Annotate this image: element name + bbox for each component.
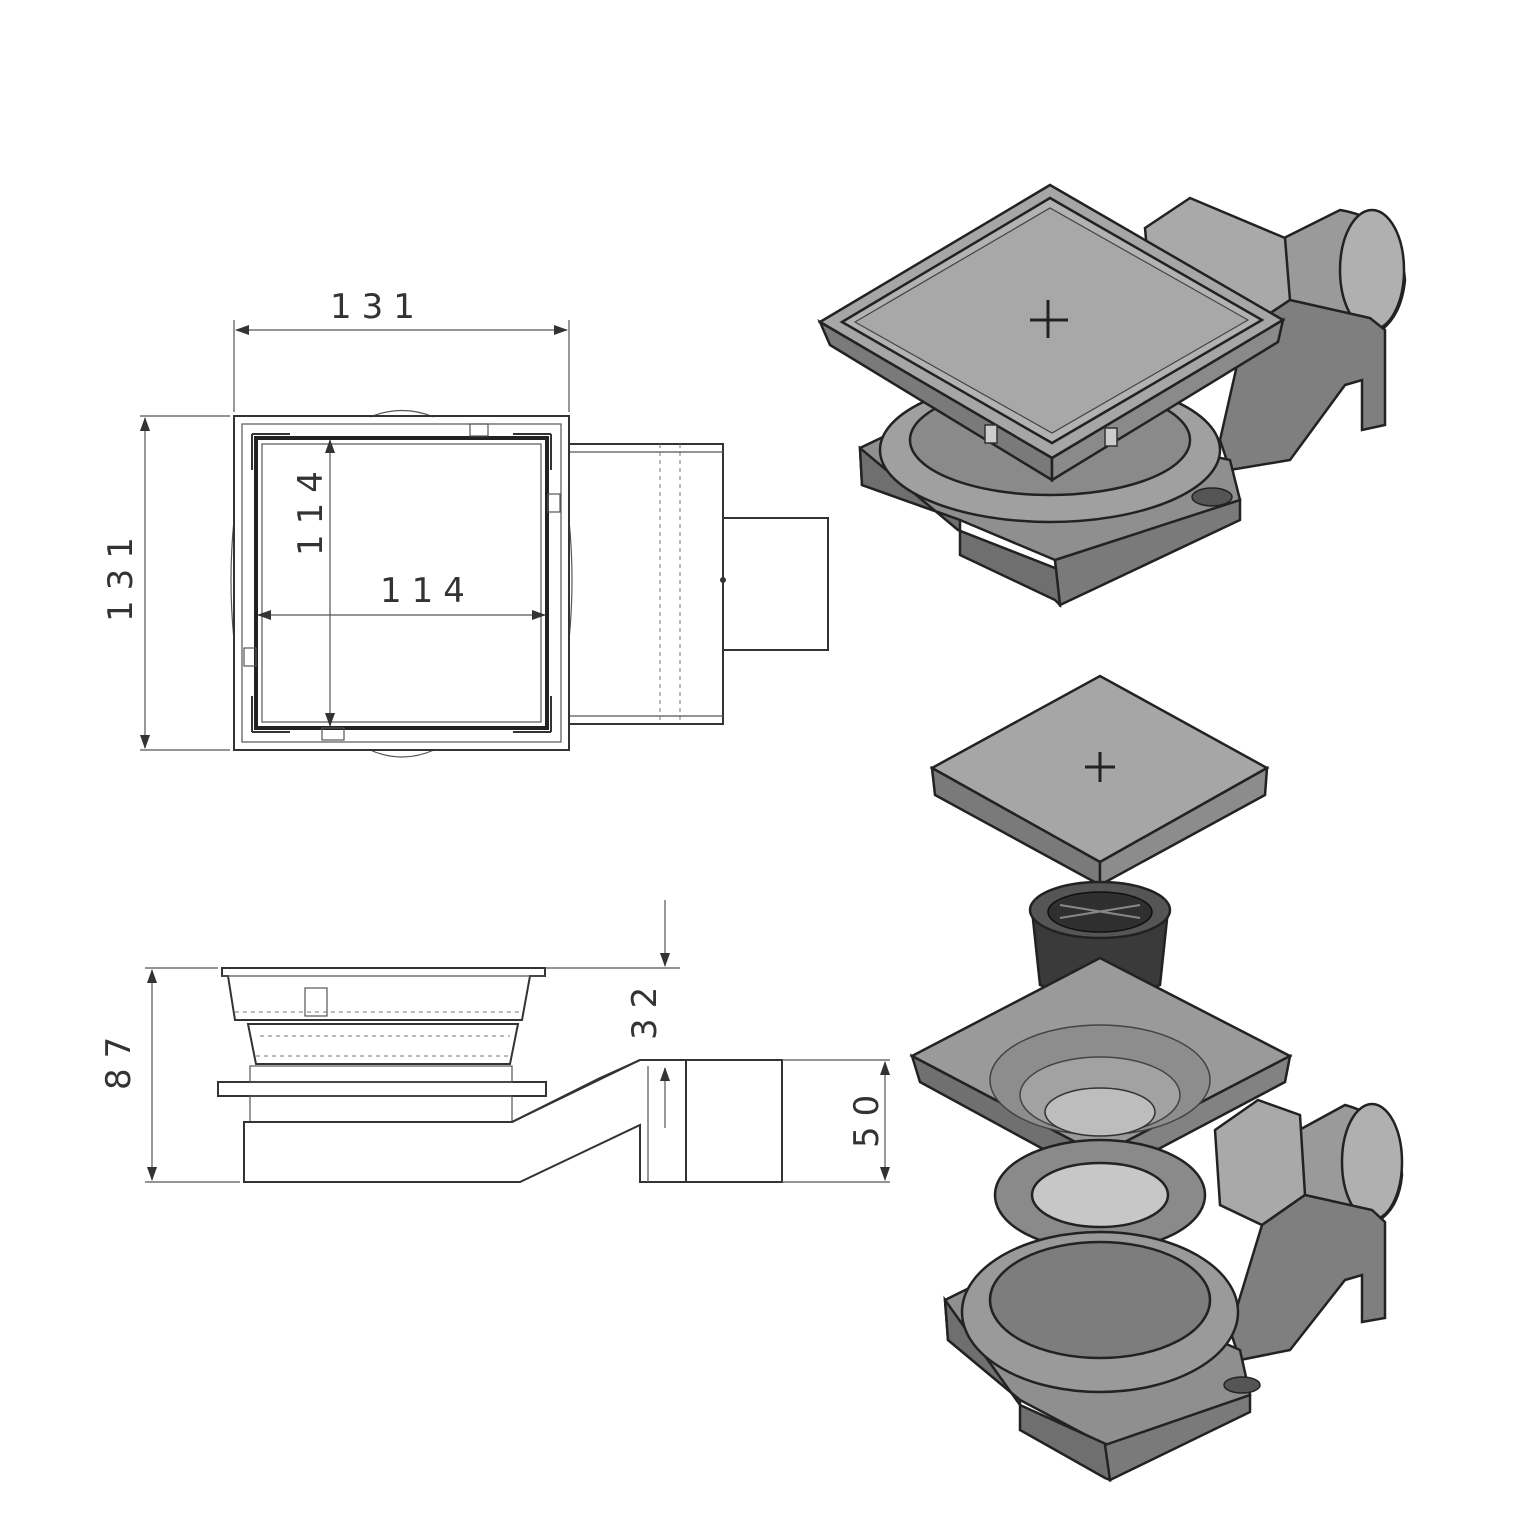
dim-outlet-height: 50: [847, 1085, 887, 1148]
side-view: 87 32 50: [99, 900, 890, 1183]
outlet-body-top: [568, 443, 724, 725]
dim-top-height: 131: [101, 527, 141, 622]
dim-grate-height: 32: [625, 977, 665, 1040]
inner-grate: [254, 436, 549, 730]
dim-top-width: 131: [330, 287, 425, 327]
dim-inner-height: 114: [291, 461, 331, 556]
dim-inner-width: 114: [380, 571, 475, 611]
outlet-pipe-top: [722, 517, 829, 651]
iso-exploded: [909, 674, 1404, 1483]
flange-side: [217, 1081, 547, 1097]
iso-assembled: [817, 183, 1407, 609]
top-view: 131 131 114 114: [101, 287, 829, 758]
outer-frame: [233, 415, 570, 751]
dim-total-height: 87: [99, 1027, 139, 1090]
